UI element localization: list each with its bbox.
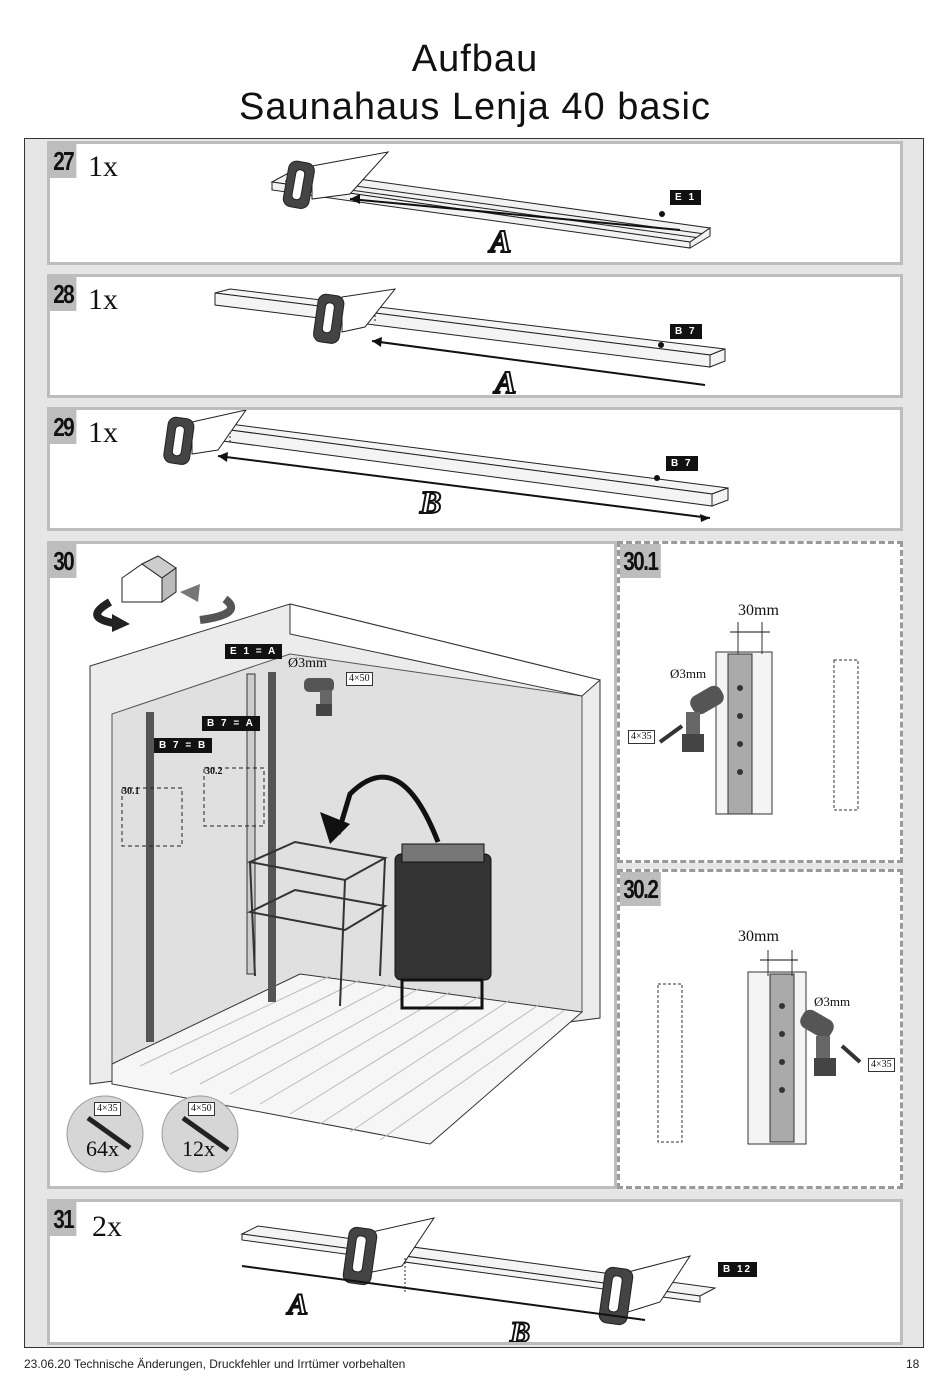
distance-label: 30mm (738, 928, 779, 945)
step-27-panel: 27 1x A E 1 (47, 141, 903, 265)
part-tag: B 7 (666, 456, 698, 471)
part-tag: E 1 (670, 190, 702, 205)
drill-size: Ø3mm (670, 666, 707, 681)
svg-text:A: A (493, 364, 516, 395)
step-30-illustration (66, 555, 602, 1173)
saw-icon (313, 288, 397, 344)
part-tag: B 12 (718, 1262, 758, 1277)
step-30-2-illustration (657, 950, 862, 1145)
step-number: 31 (50, 1202, 77, 1236)
screw-size: 4×50 (346, 672, 373, 686)
step-31-illustration: A B (240, 1217, 717, 1342)
step-quantity: 2x (92, 1210, 122, 1243)
screw-size-1: 4×35 (94, 1102, 121, 1116)
screw-size-2: 4×50 (188, 1102, 215, 1116)
drill-icon (304, 678, 334, 716)
saw-icon (598, 1255, 692, 1326)
step-quantity: 1x (88, 283, 118, 316)
screw-count-1: 64x (86, 1136, 119, 1161)
screw-count-4x50 (161, 1095, 239, 1173)
saw-icon (342, 1217, 436, 1286)
distance-label: 30mm (738, 602, 779, 619)
part-tag-b7b: B 7 = B (154, 738, 213, 753)
step-number: 28 (50, 277, 77, 311)
part-tag: B 7 (670, 324, 702, 339)
svg-text:A: A (286, 1288, 308, 1321)
step-number: 30.1 (620, 544, 661, 578)
step-31-panel: 31 2x A B B 12 (47, 1199, 903, 1345)
saw-icon (282, 151, 390, 209)
svg-text:B: B (509, 1316, 530, 1342)
screw-size: 4×35 (628, 730, 655, 744)
step-number: 27 (50, 144, 77, 178)
detail-ref-30-2: 30.2 (205, 766, 223, 777)
drill-icon (800, 1009, 836, 1076)
drill-size: Ø3mm (814, 994, 851, 1009)
screw-count-2: 12x (182, 1136, 215, 1161)
step-quantity: 1x (88, 416, 118, 449)
part-tag-b7a: B 7 = A (202, 716, 260, 731)
step-quantity: 1x (88, 150, 118, 183)
footer-note: 23.06.20 Technische Änderungen, Druckfeh… (24, 1357, 406, 1371)
page-title-line1: Aufbau (411, 38, 539, 80)
page-number: 18 (906, 1357, 920, 1371)
detail-ref-30-1: 30.1 (122, 786, 140, 797)
step-29-panel: 29 1x B B 7 (47, 407, 903, 531)
step-number: 30 (50, 544, 77, 578)
svg-text:B: B (419, 484, 441, 520)
step-30-1-panel: 30.1 30mm Ø3mm 4×35 (617, 541, 903, 863)
svg-text:A: A (488, 223, 511, 259)
step-number: 30.2 (620, 872, 661, 906)
rotate-icon (93, 555, 235, 632)
step-28-illustration: A (214, 288, 726, 395)
step-28-panel: 28 1x A B 7 (47, 274, 903, 398)
screw-count-4x35 (66, 1095, 144, 1173)
drill-icon (682, 685, 724, 752)
drill-size: Ø3mm (288, 656, 327, 671)
page-title-line2: Saunahaus Lenja 40 basic (239, 86, 711, 128)
step-30-panel: 30 (47, 541, 617, 1189)
step-30-2-panel: 30.2 30mm Ø3mm 4×35 (617, 869, 903, 1189)
saw-icon (163, 410, 247, 465)
step-29-illustration: B (163, 410, 729, 522)
step-30-1-illustration (658, 622, 859, 815)
part-tag-e1: E 1 = A (225, 644, 283, 659)
instruction-frame: 27 1x A E 1 28 1x (24, 138, 924, 1348)
screw-size: 4×35 (868, 1058, 895, 1072)
step-27-illustration: A (270, 151, 712, 260)
step-number: 29 (50, 410, 77, 444)
